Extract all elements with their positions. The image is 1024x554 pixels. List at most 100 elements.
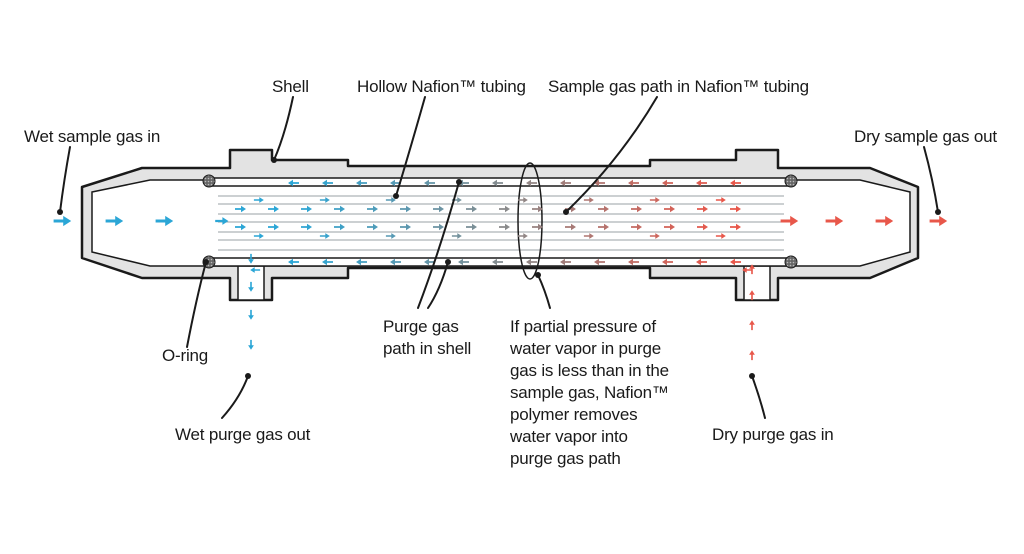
flow-arrow-icon — [400, 223, 411, 231]
leader-dry-purge-in — [751, 375, 766, 419]
inner-bore — [91, 179, 911, 267]
flow-arrow-icon — [424, 258, 435, 266]
leader-hollow-tubing — [395, 96, 426, 197]
flow-arrow-icon — [248, 309, 254, 320]
flow-arrow-icon — [697, 205, 708, 213]
purge-line: Purge gas — [383, 317, 459, 336]
flow-arrow-icon — [825, 215, 844, 227]
label-partial-pressure-note: If partial pressure of water vapor in pu… — [510, 316, 669, 470]
flow-arrow-icon — [451, 197, 462, 203]
flow-arrow-icon — [532, 223, 543, 231]
note-line: polymer removes — [510, 405, 638, 424]
flow-arrow-icon — [526, 179, 537, 187]
flow-arrow-icon — [288, 258, 299, 266]
label-hollow-tubing: Hollow Nafion™ tubing — [357, 77, 526, 96]
flow-arrow-icon — [319, 233, 330, 239]
flow-arrow-icon — [697, 223, 708, 231]
flow-arrow-icon — [583, 233, 594, 239]
leader-wet-purge-out — [221, 375, 249, 419]
flow-arrow-icon — [385, 197, 396, 203]
o-ring-icon — [784, 255, 798, 269]
flow-arrow-icon — [749, 264, 755, 275]
flow-arrow-icon — [155, 215, 174, 227]
label-dry-purge-in: Dry purge gas in — [712, 425, 834, 444]
flow-arrow-icon — [356, 179, 367, 187]
leader-partial-pressure — [537, 274, 551, 309]
flow-arrow-icon — [390, 179, 401, 187]
flow-arrow-icon — [929, 215, 948, 227]
flow-arrow-icon — [631, 205, 642, 213]
flow-arrow-icon — [749, 320, 755, 331]
flow-arrow-icon — [499, 223, 510, 231]
flow-arrow-icon — [649, 233, 660, 239]
flow-arrow-icon — [466, 205, 477, 213]
flow-arrow-icon — [390, 258, 401, 266]
flow-arrow-icon — [715, 233, 726, 239]
flow-arrow-icon — [53, 215, 72, 227]
cross-section-ellipse — [517, 162, 543, 280]
leader-o-ring — [186, 261, 207, 348]
flow-arrow-icon — [664, 223, 675, 231]
flow-arrow-icon — [730, 179, 741, 187]
flow-arrow-icon — [322, 179, 333, 187]
flow-arrow-icon — [250, 267, 261, 273]
note-line: If partial pressure of — [510, 317, 656, 336]
leader-dry-out — [923, 146, 939, 213]
flow-arrow-icon — [499, 205, 510, 213]
label-wet-sample-in: Wet sample gas in — [24, 127, 161, 146]
note-line: water vapor into — [510, 427, 628, 446]
label-shell: Shell — [272, 77, 309, 96]
flow-arrow-icon — [334, 223, 345, 231]
flow-arrow-icon — [662, 179, 673, 187]
tube-header-top — [211, 177, 791, 187]
flow-arrow-icon — [433, 205, 444, 213]
purge-line: path in shell — [383, 339, 472, 358]
flow-arrow-icon — [248, 253, 254, 264]
leader-purge-b — [427, 261, 449, 309]
flow-arrow-icon — [631, 223, 642, 231]
flow-arrow-icon — [583, 197, 594, 203]
flow-arrow-icon — [105, 215, 124, 227]
flow-arrow-icon — [560, 258, 571, 266]
flow-arrow-icon — [248, 339, 254, 350]
label-wet-purge-out: Wet purge gas out — [175, 425, 311, 444]
flow-arrow-icon — [517, 233, 528, 239]
flow-arrow-icon — [268, 223, 279, 231]
flow-arrow-icon — [628, 179, 639, 187]
note-line: water vapor in purge — [510, 339, 661, 358]
nafion-tube-bundle — [218, 195, 784, 251]
leader-dots — [57, 157, 941, 379]
label-purge-gas-path: Purge gas path in shell — [383, 316, 471, 360]
right-port-channel — [743, 265, 771, 301]
flow-arrow-icon — [560, 179, 571, 187]
flow-arrow-icon — [301, 205, 312, 213]
flow-arrow-icon — [466, 223, 477, 231]
flow-arrow-icon — [664, 205, 675, 213]
flow-arrow-icon — [730, 258, 741, 266]
flow-arrow-icon — [458, 258, 469, 266]
label-dry-sample-out: Dry sample gas out — [854, 127, 997, 146]
flow-arrow-icon — [526, 258, 537, 266]
flow-arrow-icon — [215, 217, 229, 225]
flow-arrow-icon — [749, 350, 755, 361]
flow-arrow-icon — [517, 197, 528, 203]
o-ring-icon — [784, 174, 798, 188]
flow-arrow-icon — [730, 223, 741, 231]
flow-arrow-icon — [594, 258, 605, 266]
flow-arrow-icon — [248, 281, 254, 292]
flow-arrow-icon — [598, 205, 609, 213]
flow-arrow-icon — [730, 205, 741, 213]
flow-arrow-icon — [319, 197, 330, 203]
label-o-ring: O-ring — [162, 346, 209, 365]
flow-arrow-icon — [356, 258, 367, 266]
note-line: sample gas, Nafion™ — [510, 383, 669, 402]
leader-wet-in — [59, 146, 71, 213]
flow-arrow-icon — [400, 205, 411, 213]
flow-arrow-icon — [696, 258, 707, 266]
flow-arrow-icon — [301, 223, 312, 231]
flow-arrow-icon — [268, 205, 279, 213]
flow-arrow-icon — [492, 258, 503, 266]
leader-purge-a — [417, 181, 460, 309]
flow-arrow-icon — [492, 179, 503, 187]
